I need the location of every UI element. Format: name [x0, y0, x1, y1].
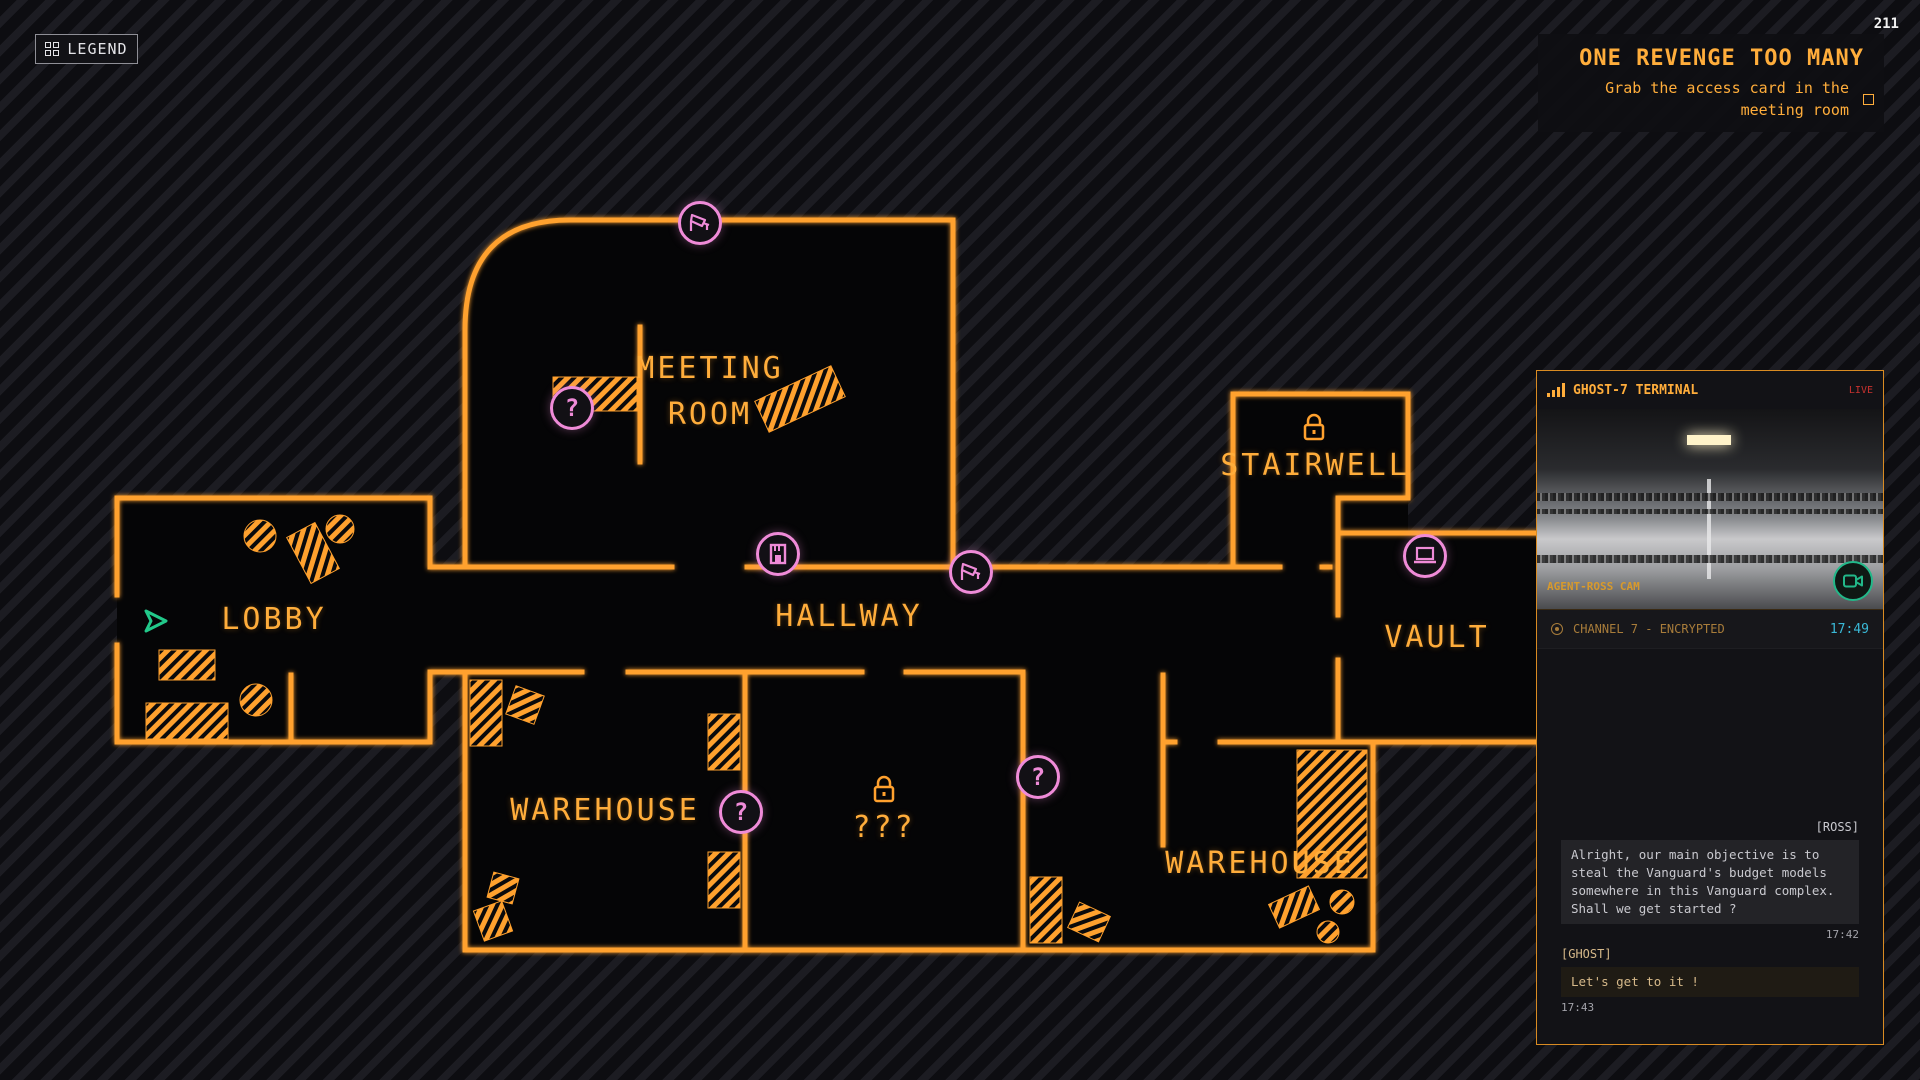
camera-icon[interactable]: [949, 550, 993, 594]
score-counter: 211: [1873, 16, 1899, 32]
legend-label: LEGEND: [67, 40, 128, 58]
crate: [469, 679, 503, 747]
crate: [285, 521, 341, 585]
legend-button[interactable]: LEGEND: [35, 34, 138, 64]
floor-plan: [114, 217, 1540, 953]
crate: [505, 685, 545, 725]
feed-pillar: [1707, 479, 1711, 579]
terminal-header: GHOST-7 TERMINAL LIVE: [1537, 371, 1883, 409]
crate: [1316, 920, 1340, 944]
channel-label: CHANNEL 7 - ENCRYPTED: [1573, 622, 1725, 636]
message-text: Let's get to it !: [1561, 967, 1859, 997]
live-badge: LIVE: [1848, 384, 1873, 396]
crate: [1067, 901, 1111, 943]
crate: [158, 649, 216, 681]
unknown-room-floor: [745, 672, 1023, 950]
message-time: 17:43: [1561, 1001, 1595, 1014]
laptop-icon[interactable]: [1403, 534, 1447, 578]
ghost-terminal-panel: GHOST-7 TERMINAL LIVE AGENT-ROSS CAM CHA…: [1536, 370, 1884, 1045]
message-sender: [ROSS]: [1815, 820, 1859, 834]
crate: [1267, 885, 1321, 929]
room-label-warehouse-right: WAREHOUSE: [1165, 846, 1355, 881]
channel-bar: CHANNEL 7 - ENCRYPTED 17:49: [1537, 609, 1883, 649]
crate: [145, 702, 229, 740]
objective-checkbox[interactable]: [1863, 93, 1874, 105]
chat-log: [ROSS] Alright, our main objective is to…: [1537, 820, 1883, 1044]
room-label-vault: VAULT: [1384, 620, 1490, 655]
mission-panel: ONE REVENGE TOO MANY Grab the access car…: [1538, 34, 1884, 132]
crate: [754, 365, 846, 433]
crate: [1296, 749, 1368, 879]
crate: [472, 900, 514, 942]
corridor-floor: [1023, 672, 1338, 742]
message-sender: [GHOST]: [1561, 947, 1612, 961]
grid-icon: [45, 42, 60, 56]
channel-time: 17:49: [1829, 621, 1869, 637]
meeting-room-floor: [463, 220, 953, 568]
agent-camera-feed: AGENT-ROSS CAM: [1537, 409, 1883, 609]
room-label-warehouse-left: WAREHOUSE: [510, 793, 700, 828]
signal-icon: [1547, 383, 1565, 397]
message-time: 17:42: [1825, 928, 1859, 941]
crate: [707, 713, 741, 771]
chat-message: [ROSS] Alright, our main objective is to…: [1561, 820, 1859, 941]
room-label-lobby: LOBBY: [221, 602, 327, 637]
crate: [707, 851, 741, 909]
video-camera-icon: [1843, 574, 1863, 588]
radio-icon: [1551, 623, 1563, 635]
hallway-floor: [430, 568, 1338, 672]
crate: [239, 683, 273, 717]
terminal-title: GHOST-7 TERMINAL: [1573, 382, 1699, 398]
door-icon[interactable]: [756, 532, 800, 576]
chat-message: [GHOST] Let's get to it ! 17:43: [1561, 947, 1859, 1014]
crate: [243, 519, 277, 553]
room-label-hallway: HALLWAY: [775, 599, 923, 634]
crate: [486, 871, 520, 905]
crate: [1329, 889, 1355, 915]
video-camera-button[interactable]: [1833, 561, 1873, 601]
furniture: [145, 365, 1368, 944]
room-floors: [117, 220, 1538, 950]
mission-title: ONE REVENGE TOO MANY: [1579, 46, 1864, 71]
room-label-stairwell: STAIRWELL: [1220, 448, 1410, 483]
player-arrow-icon: [144, 609, 168, 633]
question-icon[interactable]: ?: [1016, 755, 1060, 799]
lock-icon: [873, 775, 895, 803]
lock-icon: [1303, 413, 1325, 441]
camera-icon[interactable]: [678, 201, 722, 245]
crate: [325, 514, 355, 544]
question-icon[interactable]: ?: [550, 386, 594, 430]
message-text: Alright, our main objective is to steal …: [1561, 840, 1859, 924]
walls: [114, 217, 1540, 953]
room-label-unknown: ???: [852, 810, 916, 845]
mission-objective: Grab the access card in the meeting room: [1605, 79, 1849, 119]
crate: [1029, 876, 1063, 944]
agent-cam-label: AGENT-ROSS CAM: [1547, 580, 1640, 593]
question-icon[interactable]: ?: [719, 790, 763, 834]
ceiling-light: [1687, 435, 1731, 445]
